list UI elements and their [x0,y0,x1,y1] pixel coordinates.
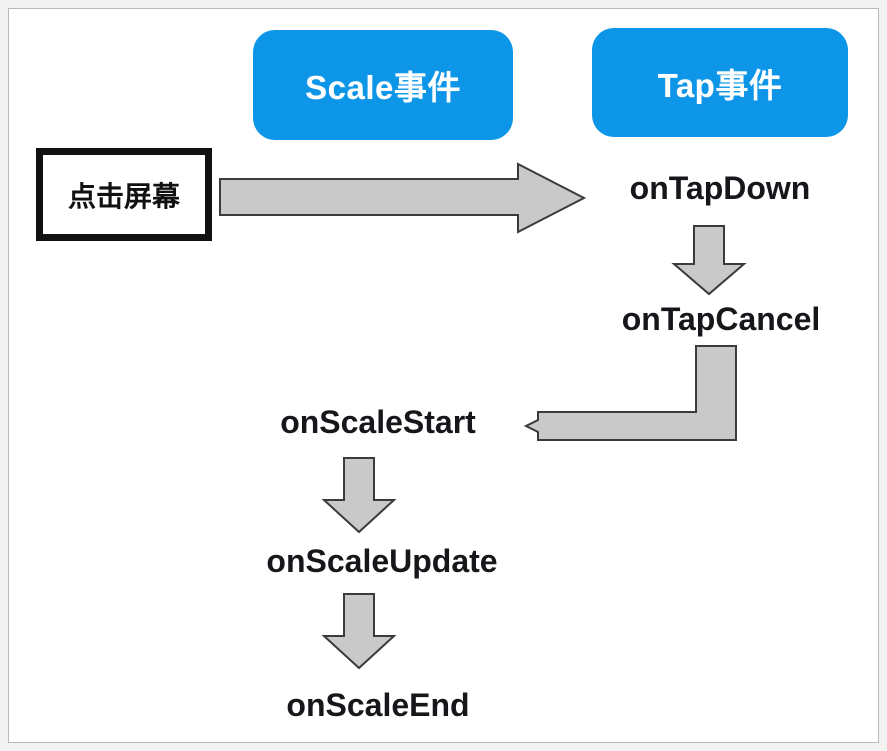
edge-onscaleupdate-to-onscaleend-arrow [321,593,397,670]
tap-event-header-label: Tap事件 [657,66,783,104]
on-tap-cancel-label: onTapCancel [621,301,821,337]
edge-ontapdown-to-ontapcancel-arrow [671,225,747,296]
scale-event-header-label: Scale事件 [305,69,461,106]
scale-event-header-box: Scale事件 [253,30,513,140]
block-arrow-down-shape-3 [321,593,397,670]
tap-screen-box: 点击屏幕 [36,148,212,241]
on-scale-end-label: onScaleEnd [286,687,470,723]
block-arrow-down-shape-2 [321,457,397,534]
edge-onscalestart-to-onscaleupdate-arrow [321,457,397,534]
on-scale-update-label: onScaleUpdate [266,543,498,579]
tap-screen-label: 点击屏幕 [67,180,180,212]
elbow-arrow-down-left-shape [523,345,737,441]
on-scale-start-label: onScaleStart [280,404,476,440]
on-tap-down-label: onTapDown [629,170,811,206]
block-arrow-down-shape-1 [671,225,747,296]
edge-tapscreen-to-ontapdown-arrow [219,162,587,234]
block-arrow-right-shape [219,162,587,234]
edge-ontapcancel-to-onscalestart-arrow [523,345,737,441]
tap-event-header-box: Tap事件 [592,28,848,137]
